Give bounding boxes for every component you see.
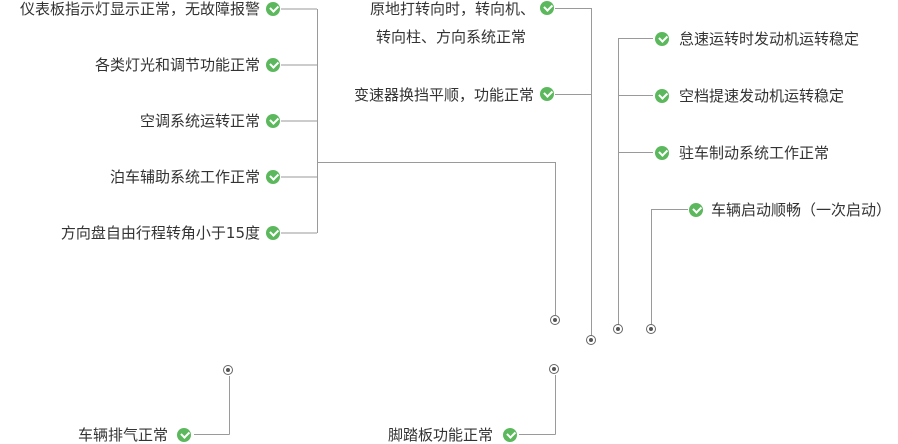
check-item-label: 泊车辅助系统工作正常 (109, 168, 260, 186)
check-icon (655, 32, 669, 46)
connector-node (549, 364, 559, 374)
start-item-label: 车辆启动顺畅（一次启动） (711, 201, 892, 219)
connector-node (550, 315, 560, 325)
check-item-label: 方向盘自由行程转角小于15度 (60, 224, 260, 242)
check-icon (266, 2, 280, 16)
check-item-label: 驻车制动系统工作正常 (679, 144, 830, 162)
check-icon (266, 170, 280, 184)
check-item-label: 空调系统运转正常 (139, 112, 260, 130)
check-icon (266, 226, 280, 240)
check-item-label: 各类灯光和调节功能正常 (94, 56, 260, 74)
check-item-label: 空档提速发动机运转稳定 (679, 87, 845, 105)
connector-node (586, 335, 596, 345)
check-item-label: 变速器换挡平顺，功能正常 (353, 86, 534, 104)
exhaust-label: 车辆排气正常 (77, 426, 168, 444)
connector-node (613, 324, 623, 334)
connector-node (646, 324, 656, 334)
check-icon (266, 114, 280, 128)
connector-node (223, 365, 233, 375)
check-icon (655, 146, 669, 160)
check-icon (655, 89, 669, 103)
check-item-label: 原地打转向时，转向机、 (369, 0, 535, 18)
check-icon (177, 428, 191, 442)
check-item-label-line2: 转向柱、方向系统正常 (375, 28, 526, 46)
check-icon (689, 203, 703, 217)
pedal-label: 脚踏板功能正常 (387, 426, 493, 444)
check-item-label: 仪表板指示灯显示正常，无故障报警 (19, 0, 260, 18)
check-icon (540, 87, 554, 101)
check-item-label: 怠速运转时发动机运转稳定 (679, 30, 860, 48)
check-icon (540, 1, 554, 15)
check-icon (503, 428, 517, 442)
check-icon (266, 58, 280, 72)
